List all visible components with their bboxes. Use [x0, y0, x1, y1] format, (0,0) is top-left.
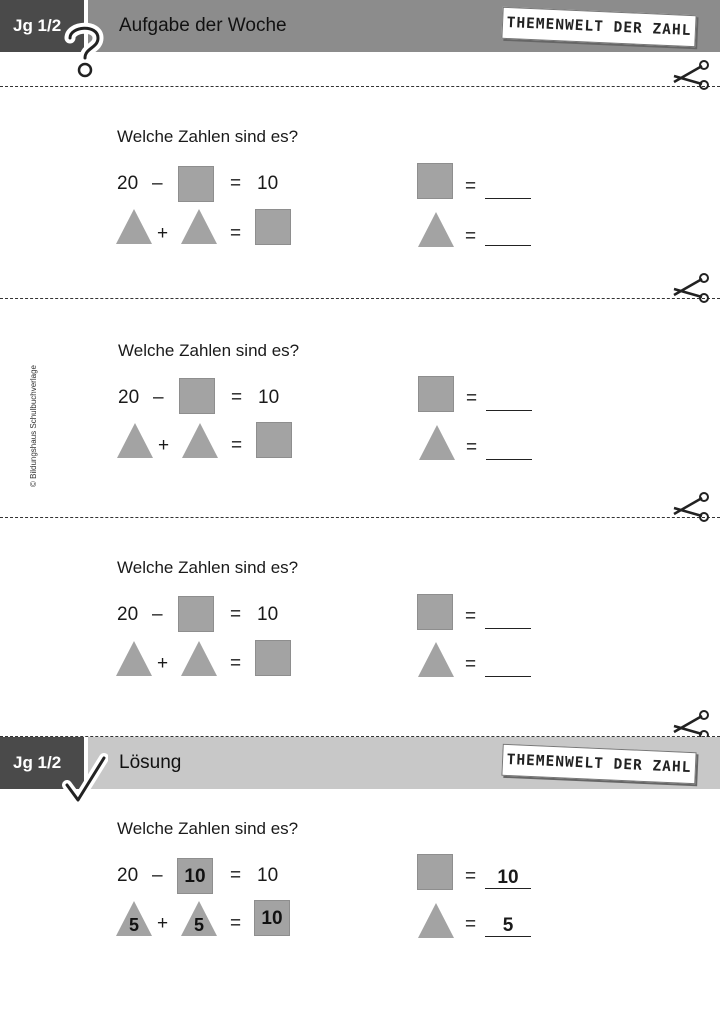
minuend: 20 [117, 865, 139, 886]
question-text: Welche Zahlen sind es? [118, 341, 300, 360]
unknown-square [255, 209, 291, 245]
minus-sign: – [152, 604, 163, 625]
plus-sign: + [158, 435, 170, 456]
minus-sign: – [153, 387, 164, 408]
cut-line [0, 517, 720, 518]
result: 10 [257, 173, 279, 194]
checkmark-icon [62, 753, 108, 805]
scissors-icon [673, 60, 709, 90]
unknown-triangle [180, 640, 218, 676]
equals-sign: = [466, 437, 478, 458]
answer-triangle-shape [418, 424, 456, 460]
unknown-square [256, 422, 292, 458]
equals-sign: = [465, 914, 477, 935]
answer-blank-square[interactable] [485, 606, 531, 629]
unknown-square [255, 640, 291, 676]
scissors-icon [673, 492, 709, 522]
unknown-triangle [181, 422, 219, 458]
equals-sign: = [231, 435, 243, 456]
scissors-icon [673, 710, 709, 740]
equals-sign: = [465, 654, 477, 675]
unknown-triangle [115, 640, 153, 676]
answer-triangle-value: 5 [485, 914, 531, 937]
equals-sign: = [230, 173, 242, 194]
question-text: Welche Zahlen sind es? [117, 558, 299, 577]
answer-blank-triangle[interactable] [485, 223, 531, 246]
answer-triangle-shape [417, 641, 455, 677]
answer-blank-square[interactable] [486, 388, 532, 411]
unknown-square [178, 166, 214, 202]
solved-triangle: 5 [180, 900, 218, 936]
answer-square-shape [417, 163, 453, 199]
minuend: 20 [117, 604, 139, 625]
unknown-triangle [116, 422, 154, 458]
equals-sign: = [465, 866, 477, 887]
unknown-triangle [115, 208, 153, 244]
minuend: 20 [118, 387, 140, 408]
answer-triangle-shape [417, 211, 455, 247]
unknown-triangle [180, 208, 218, 244]
solved-square: 10 [254, 900, 290, 936]
triangle-value: 5 [193, 915, 204, 935]
question-mark-icon [64, 22, 104, 78]
equals-sign: = [230, 865, 242, 886]
plus-sign: + [157, 913, 169, 934]
cut-line [0, 298, 720, 299]
scissors-icon [673, 273, 709, 303]
answer-blank-triangle[interactable] [485, 654, 531, 677]
solved-square: 10 [177, 858, 213, 894]
result: 10 [258, 387, 280, 408]
grade-label: Jg 1/2 [0, 737, 84, 789]
answer-square-shape [417, 854, 453, 890]
question-text: Welche Zahlen sind es? [117, 127, 299, 146]
result: 10 [257, 604, 279, 625]
page-title: Aufgabe der Woche [119, 15, 287, 36]
answer-blank-square[interactable] [485, 176, 531, 199]
minuend: 20 [117, 173, 139, 194]
answer-square-value: 10 [485, 866, 531, 889]
plus-sign: + [157, 653, 169, 674]
result: 10 [257, 865, 279, 886]
minus-sign: – [152, 173, 163, 194]
cut-line [0, 86, 720, 87]
cut-line [0, 736, 720, 737]
equals-sign: = [230, 653, 242, 674]
plus-sign: + [157, 223, 169, 244]
copyright-note: © Bildungshaus Schulbuchverlage [29, 365, 38, 487]
answer-square-shape [418, 376, 454, 412]
equals-sign: = [465, 606, 477, 627]
question-text: Welche Zahlen sind es? [117, 819, 299, 838]
minus-sign: – [152, 865, 163, 886]
equals-sign: = [466, 388, 478, 409]
equals-sign: = [465, 176, 477, 197]
equals-sign: = [230, 223, 242, 244]
answer-blank-triangle[interactable] [486, 437, 532, 460]
answer-square-shape [417, 594, 453, 630]
unknown-square [178, 596, 214, 632]
equals-sign: = [230, 913, 242, 934]
equals-sign: = [465, 226, 477, 247]
equals-sign: = [230, 604, 242, 625]
equals-sign: = [231, 387, 243, 408]
answer-triangle-shape [417, 902, 455, 938]
solution-title: Lösung [119, 752, 182, 773]
unknown-square [179, 378, 215, 414]
solution-header: Jg 1/2 Lösung THEMENWELT DER ZAHL [0, 737, 720, 805]
triangle-value: 5 [128, 915, 139, 935]
task-header: Jg 1/2 Aufgabe der Woche THEMENWELT DER … [0, 0, 720, 78]
solved-triangle: 5 [115, 900, 153, 936]
